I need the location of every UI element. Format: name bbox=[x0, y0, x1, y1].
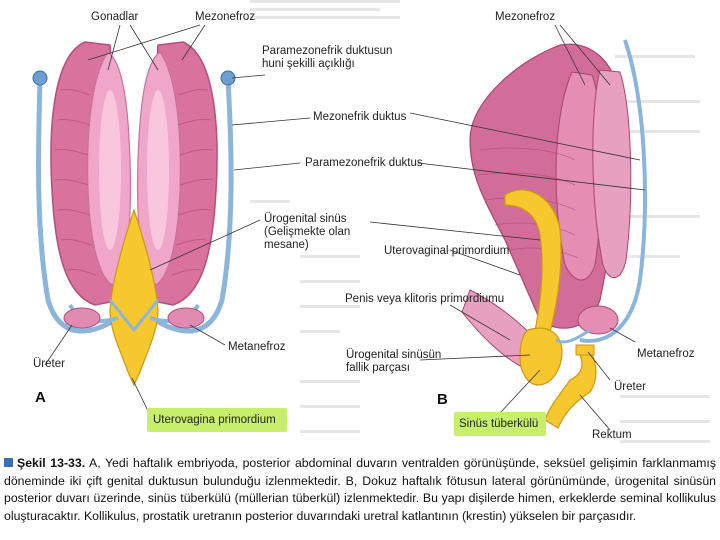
urogenital-sinus-b bbox=[519, 327, 563, 386]
paramesonephric-junction bbox=[108, 299, 160, 333]
background-text-texture bbox=[250, 0, 710, 443]
panel-a-diagram bbox=[32, 41, 236, 387]
label-rektum: Rektum bbox=[592, 429, 632, 441]
mesonephric-duct-b bbox=[579, 39, 647, 343]
label-uterovaginal-primordium: Uterovaginal primordium bbox=[384, 245, 510, 257]
label-ureter-a: Üreter bbox=[33, 358, 65, 370]
rectum bbox=[544, 349, 597, 429]
label-mezonefroz-b: Mezonefroz bbox=[495, 11, 556, 23]
panel-a-letter: A bbox=[35, 389, 46, 406]
mesonephros-b-lobe-2 bbox=[592, 69, 632, 278]
rectum-cap bbox=[575, 344, 595, 356]
panel-b-diagram bbox=[461, 39, 647, 429]
highlight-sinus-tuberkulu bbox=[454, 412, 546, 436]
label-gonadlar: Gonadlar bbox=[91, 11, 139, 23]
label-paramezonefrik-huni: Paramezonefrik duktusun huni şekilli açı… bbox=[262, 45, 393, 70]
panel-b-leader-lines bbox=[369, 24, 646, 431]
embryology-illustration bbox=[32, 0, 710, 443]
ureter-b bbox=[555, 328, 591, 344]
caption-text: A, Yedi haftalık embriyoda, posterior ab… bbox=[4, 456, 716, 523]
label-mezonefrik-duktus-a: Mezonefrik duktus bbox=[313, 111, 407, 123]
label-mezonefroz-a: Mezonefroz bbox=[195, 11, 256, 23]
gonad-right-center bbox=[147, 90, 169, 250]
label-penis-klitoris: Penis veya klitoris primordiumu bbox=[345, 293, 505, 305]
label-sinus-tuberkulu: Sinüs tüberkülü bbox=[459, 418, 539, 430]
label-metanefroz-b: Metanefroz bbox=[637, 348, 695, 360]
mesonephric-duct-right bbox=[138, 79, 234, 334]
label-paramezonefrik-duktus-a: Paramezonefrik duktus bbox=[305, 157, 423, 169]
caption-bullet-icon bbox=[4, 458, 13, 467]
uterovaginal-primordium-a bbox=[109, 208, 159, 387]
label-uterovagina-primordium: Uterovagina primordium bbox=[153, 414, 276, 426]
label-urogenital-sinus: Ürogenital sinüs (Gelişmekte olan mesane… bbox=[264, 213, 351, 251]
mesonephric-tubules bbox=[54, 89, 214, 276]
panel-b-letter: B bbox=[437, 391, 448, 408]
mesonephric-duct-left bbox=[35, 79, 132, 334]
metanephros-left bbox=[63, 307, 101, 329]
metanephros-b bbox=[577, 305, 619, 335]
figure-caption: Şekil 13-33. A, Yedi haftalık embriyoda,… bbox=[4, 455, 716, 525]
label-fallik-parca: Ürogenital sinüsün fallik parçası bbox=[346, 349, 442, 374]
gonad-left-center bbox=[99, 90, 121, 250]
label-metanefroz-a: Metanefroz bbox=[228, 341, 286, 353]
label-ureter-b: Üreter bbox=[614, 381, 646, 393]
funnel-opening-left bbox=[32, 70, 48, 86]
metanephros-right bbox=[167, 307, 205, 329]
highlight-uterovagina bbox=[147, 408, 287, 432]
caption-figure-label: Şekil 13-33. bbox=[17, 456, 86, 470]
